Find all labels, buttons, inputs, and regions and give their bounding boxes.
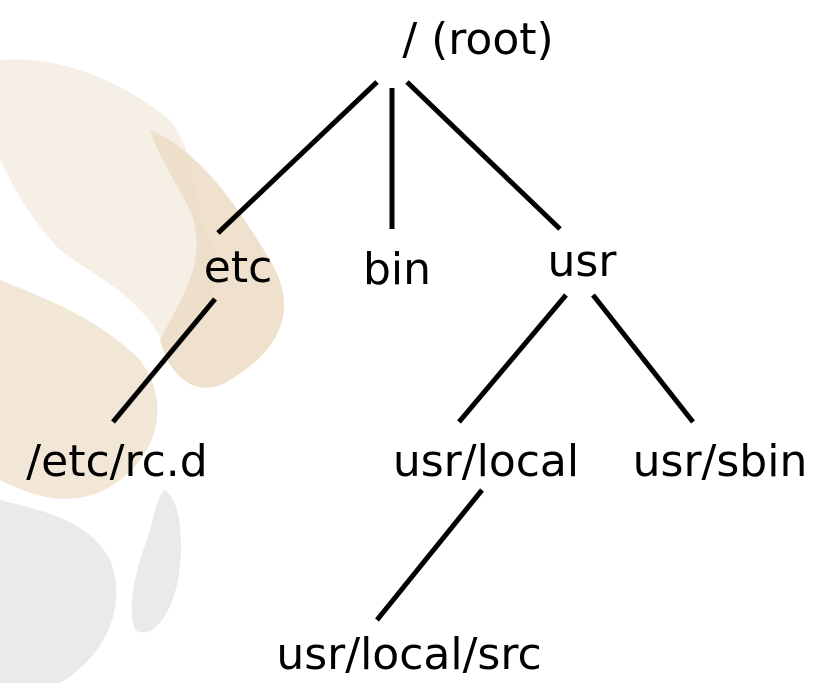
- node-usr-sbin: usr/sbin: [632, 436, 808, 487]
- node-bin: bin: [362, 244, 432, 295]
- map-region-central: [0, 280, 158, 499]
- map-region-island: [131, 490, 182, 633]
- map-region-horn: [150, 130, 285, 388]
- map-region-south: [0, 500, 117, 683]
- edge-usr-sbin: [591, 293, 695, 424]
- edge-etc-rc-d: [111, 297, 217, 424]
- node-usr-local-src: usr/local/src: [276, 629, 542, 680]
- node-usr-local: usr/local: [392, 436, 580, 487]
- edge-usr-local: [457, 293, 568, 424]
- node-etc-rc-d: /etc/rc.d: [26, 436, 208, 487]
- edge-local-src: [375, 488, 484, 622]
- map-region-north: [0, 59, 217, 361]
- node-root: / (root): [402, 14, 554, 65]
- node-usr: usr: [547, 236, 617, 287]
- edge-root-usr: [405, 80, 562, 231]
- node-etc: etc: [203, 242, 273, 293]
- edge-root-etc: [216, 80, 379, 235]
